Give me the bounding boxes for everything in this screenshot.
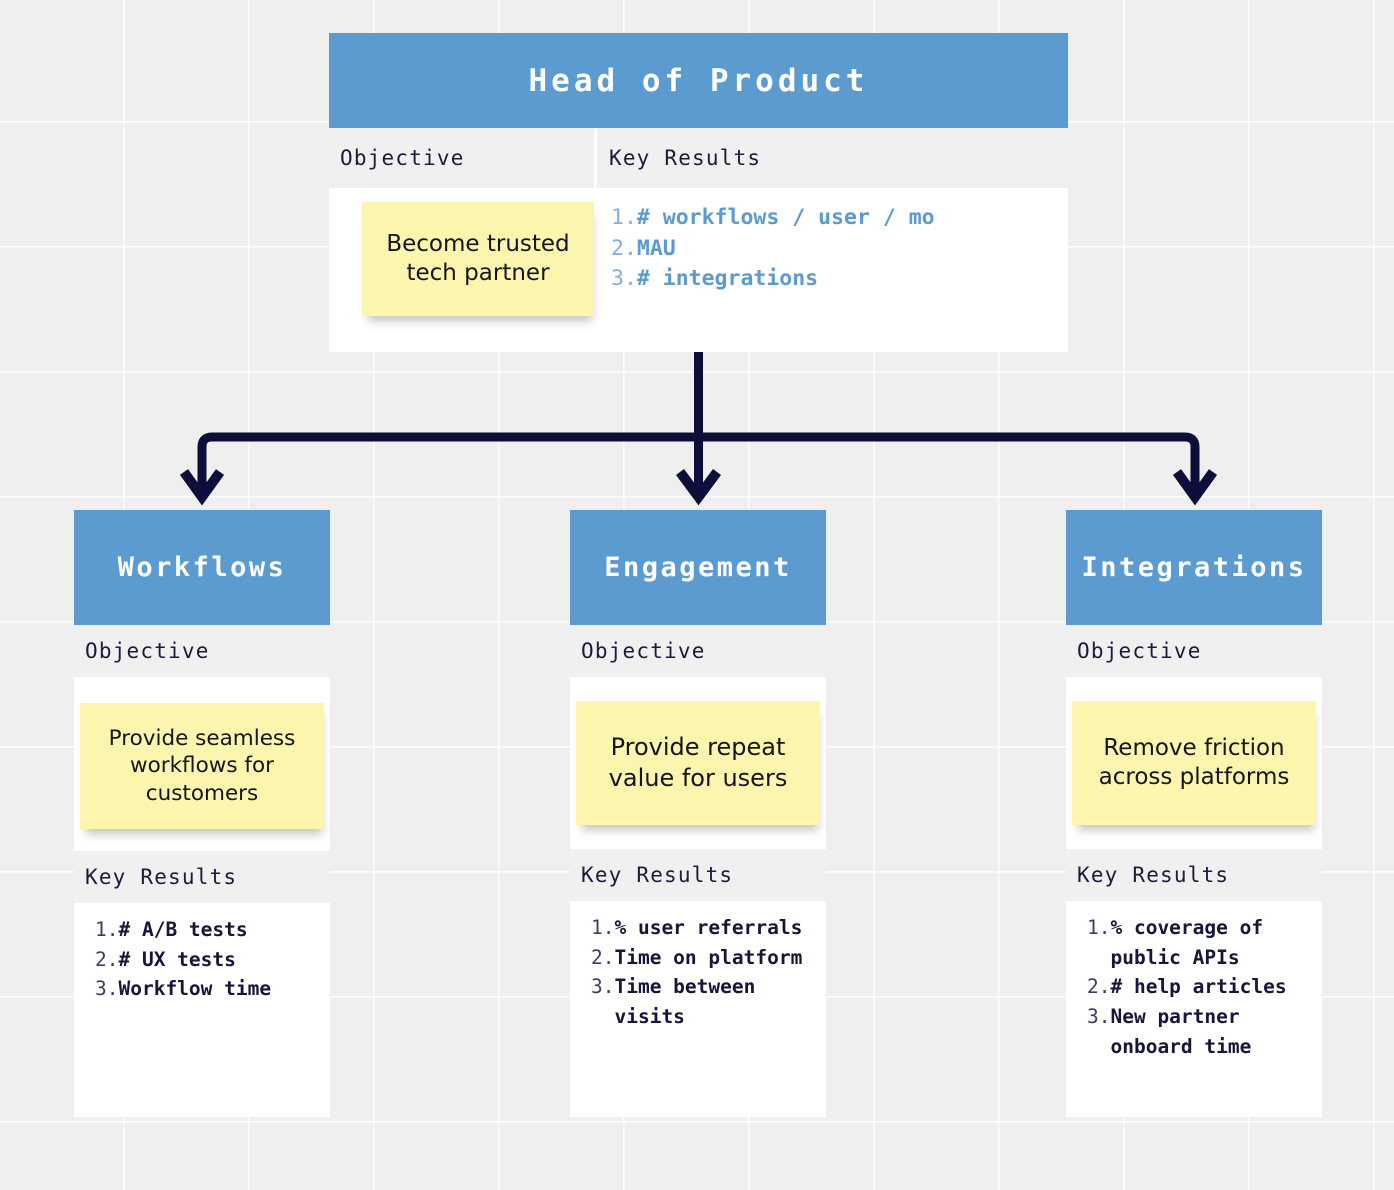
list-item-number: 1. — [1087, 916, 1111, 939]
key-results-list: 1. # A/B tests 2. # UX tests 3. Workflow… — [95, 915, 322, 1004]
list-item-text: Time on platform — [614, 945, 803, 969]
objective-area: Provide seamless workflows for customers — [74, 677, 330, 851]
list-item-number: 3. — [591, 975, 615, 999]
label-key-results: Key Results — [570, 849, 826, 901]
sticky-note-objective[interactable]: Become trusted tech partner — [362, 202, 594, 316]
list-item: 3. New partner onboard time — [1087, 1002, 1314, 1061]
label-objective: Objective — [570, 625, 826, 677]
list-item-text: % coverage of public APIs — [1110, 916, 1264, 969]
list-item: 1. # workflows / user / mo — [611, 203, 1068, 234]
arrowhead-integrations-icon — [1172, 469, 1218, 506]
list-item-number: 1. — [611, 205, 637, 230]
list-item-text: # UX tests — [118, 947, 236, 971]
card-head-of-product[interactable]: Head of Product Objective Key Results Be… — [329, 33, 1068, 352]
sticky-note-objective[interactable]: Provide repeat value for users — [576, 701, 820, 825]
list-item-text: % user referrals — [614, 916, 803, 939]
list-item-number: 2. — [591, 945, 615, 969]
list-item-number: 3. — [611, 266, 637, 292]
list-item: 1. % user referrals — [591, 913, 818, 943]
label-key-results: Key Results — [597, 128, 1068, 188]
list-item-number: 3. — [1087, 1004, 1111, 1028]
list-item-number: 2. — [1087, 975, 1111, 999]
list-item-number: 3. — [95, 977, 119, 1001]
objective-area: Remove friction across platforms — [1066, 677, 1322, 849]
list-item-number: 2. — [95, 947, 119, 971]
list-item: 2. Time on platform — [591, 943, 818, 973]
key-results-area: 1. # A/B tests 2. # UX tests 3. Workflow… — [74, 903, 330, 1004]
label-objective: Objective — [74, 625, 330, 677]
list-item-number: 2. — [611, 235, 637, 261]
key-results-list: 1. % user referrals 2. Time on platform … — [591, 913, 818, 1032]
list-item: 1. # A/B tests — [95, 915, 322, 945]
key-results-list: 1. # workflows / user / mo 2. MAU 3. # i… — [611, 203, 1068, 295]
root-objective-cell: Become trusted tech partner — [329, 188, 597, 352]
list-item: 3. Time between visits — [591, 972, 818, 1031]
card-workflows[interactable]: Workflows Objective Provide seamless wor… — [74, 510, 330, 1117]
list-item-text: MAU — [636, 235, 676, 261]
label-objective: Objective — [329, 128, 597, 188]
list-item-text: # help articles — [1110, 975, 1287, 999]
list-item: 1. % coverage of public APIs — [1087, 913, 1314, 972]
list-item: 2. MAU — [611, 234, 1068, 265]
label-key-results: Key Results — [74, 851, 330, 903]
label-objective: Objective — [1066, 625, 1322, 677]
list-item-text: New partner onboard time — [1110, 1004, 1252, 1058]
objective-area: Provide repeat value for users — [570, 677, 826, 849]
list-item-number: 1. — [591, 916, 615, 939]
list-item-text: # workflows / user / mo — [636, 205, 935, 230]
card-title-head-of-product: Head of Product — [329, 33, 1068, 128]
list-item-text: Time between visits — [614, 975, 756, 1028]
key-results-list: 1. % coverage of public APIs 2. # help a… — [1087, 913, 1314, 1061]
sticky-note-objective[interactable]: Remove friction across platforms — [1072, 701, 1316, 825]
arrowhead-engagement-icon — [675, 469, 722, 506]
connector-bus — [197, 432, 1200, 495]
arrowhead-workflows-icon — [179, 469, 225, 506]
key-results-area: 1. % user referrals 2. Time on platform … — [570, 901, 826, 1032]
list-item-text: # A/B tests — [118, 918, 248, 941]
card-title-engagement: Engagement — [570, 510, 826, 625]
sticky-note-objective[interactable]: Provide seamless workflows for customers — [80, 703, 324, 829]
list-item: 2. # help articles — [1087, 972, 1314, 1002]
list-item-number: 1. — [95, 918, 119, 941]
card-engagement[interactable]: Engagement Objective Provide repeat valu… — [570, 510, 826, 1117]
card-title-integrations: Integrations — [1066, 510, 1322, 625]
list-item: 3. Workflow time — [95, 974, 322, 1004]
key-results-area: 1. % coverage of public APIs 2. # help a… — [1066, 901, 1322, 1062]
label-key-results: Key Results — [1066, 849, 1322, 901]
card-integrations[interactable]: Integrations Objective Remove friction a… — [1066, 510, 1322, 1117]
list-item-text: Workflow time — [118, 977, 272, 1001]
list-item-text: # integrations — [636, 266, 819, 292]
root-key-results-cell: 1. # workflows / user / mo 2. MAU 3. # i… — [597, 188, 1068, 352]
list-item: 2. # UX tests — [95, 945, 322, 975]
root-body-row: Become trusted tech partner 1. # workflo… — [329, 188, 1068, 352]
root-section-label-row: Objective Key Results — [329, 128, 1068, 188]
card-title-workflows: Workflows — [74, 510, 330, 625]
list-item: 3. # integrations — [611, 264, 1068, 295]
